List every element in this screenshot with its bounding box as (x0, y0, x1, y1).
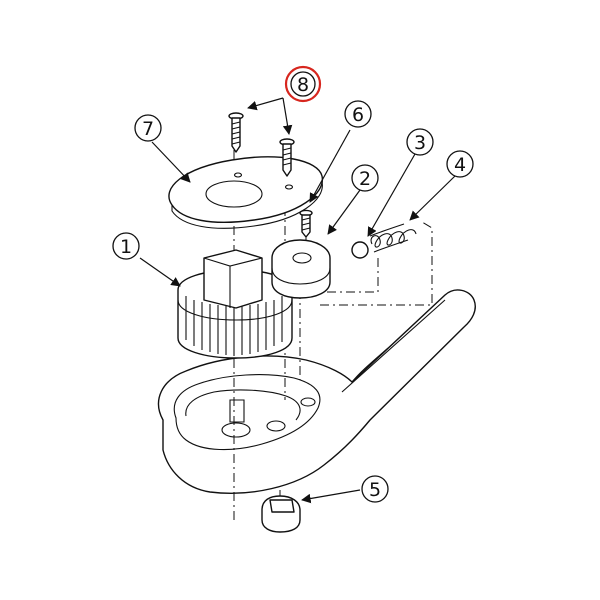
cover-plate (168, 156, 323, 229)
callout-6: 6 (344, 100, 372, 128)
lock-nut (261, 495, 301, 533)
callout-8: 8 (284, 65, 322, 103)
callout-6-label: 6 (352, 104, 364, 126)
callout-2-label: 2 (359, 168, 371, 190)
callout-5-label: 5 (369, 479, 381, 501)
callout-3-label: 3 (414, 132, 426, 154)
callout-8-label: 8 (297, 74, 309, 96)
screw-right (279, 138, 295, 177)
callout-7-label: 7 (142, 118, 154, 140)
wrench-body (158, 289, 476, 494)
screw-left (228, 112, 244, 153)
callout-1-label: 1 (120, 236, 132, 258)
leader-lines (139, 97, 456, 504)
small-screw (299, 209, 313, 238)
detent-ball (351, 241, 369, 259)
callout-4-label: 4 (454, 154, 466, 176)
spring (369, 223, 417, 253)
callout-7: 7 (134, 114, 162, 142)
callout-1: 1 (112, 232, 140, 260)
drive-gear (177, 249, 293, 359)
callout-3: 3 (406, 128, 434, 156)
callout-5: 5 (361, 475, 389, 503)
callout-4: 4 (446, 150, 474, 178)
callout-2: 2 (351, 164, 379, 192)
pawl (271, 239, 331, 299)
